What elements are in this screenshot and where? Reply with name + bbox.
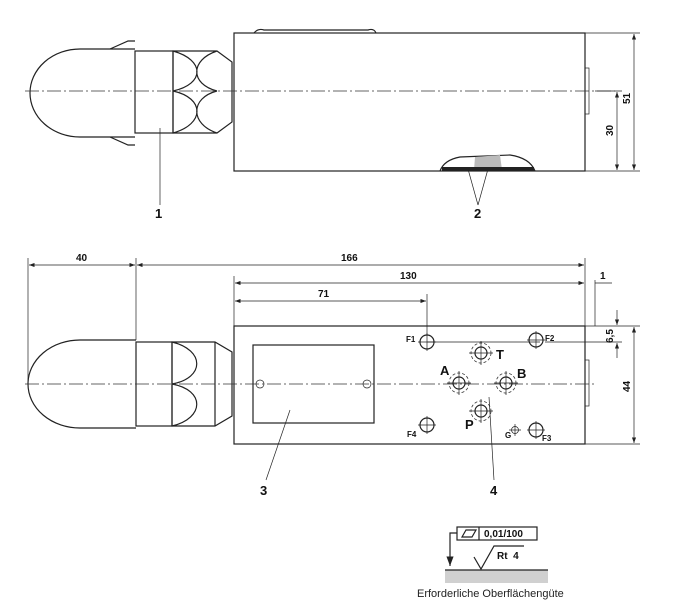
hex-nut-bottom (171, 341, 233, 427)
bottom-view: F1 F2 F4 F3 G T A B P 3 4 40 166 130 71 … (25, 253, 640, 498)
port-f1 (418, 333, 436, 351)
dim-71: 71 (318, 289, 330, 300)
callout-4: 4 (490, 483, 498, 498)
dim-40: 40 (76, 253, 88, 264)
label-a: A (440, 363, 450, 378)
surface-caption: Erforderliche Oberflächengüte (417, 588, 564, 600)
dim-30: 30 (605, 124, 616, 136)
port-b (494, 371, 518, 395)
label-f4: F4 (407, 430, 417, 439)
port-f4 (418, 416, 436, 434)
port-g (509, 424, 521, 436)
label-f1: F1 (406, 335, 416, 344)
hex-nut (172, 50, 233, 134)
adapter-body (134, 50, 174, 134)
roughness-value: Rt 4 (497, 551, 519, 562)
port-t (469, 341, 493, 365)
tolerance-value: 0,01/100 (484, 529, 523, 540)
dim-51: 51 (622, 92, 633, 104)
dim-44: 44 (622, 380, 633, 392)
cap-dome (29, 48, 135, 138)
surface-spec: 0,01/100 Rt 4 Erforderliche Oberflächeng… (417, 526, 564, 600)
valve-body-top (233, 32, 586, 172)
dim-130: 130 (400, 271, 417, 282)
label-t: T (496, 347, 504, 362)
dim-6-5: 6,5 (605, 329, 616, 343)
port-f3 (527, 421, 545, 439)
port-a (447, 371, 471, 395)
seal-section (439, 154, 536, 172)
flatness-icon (460, 529, 478, 538)
label-b: B (517, 366, 526, 381)
port-p (469, 399, 493, 423)
label-p: P (465, 417, 474, 432)
callout-3: 3 (260, 483, 267, 498)
ports (418, 331, 545, 439)
label-f2: F2 (545, 334, 555, 343)
dim-1: 1 (600, 271, 606, 282)
port-f2 (527, 331, 545, 349)
callout-1: 1 (155, 206, 162, 221)
roughness-symbol (473, 545, 524, 571)
label-f3: F3 (542, 434, 552, 443)
dim-166: 166 (341, 253, 358, 264)
callout-2: 2 (474, 206, 481, 221)
label-g: G (505, 431, 511, 440)
top-view: 1 2 51 30 (25, 28, 640, 221)
